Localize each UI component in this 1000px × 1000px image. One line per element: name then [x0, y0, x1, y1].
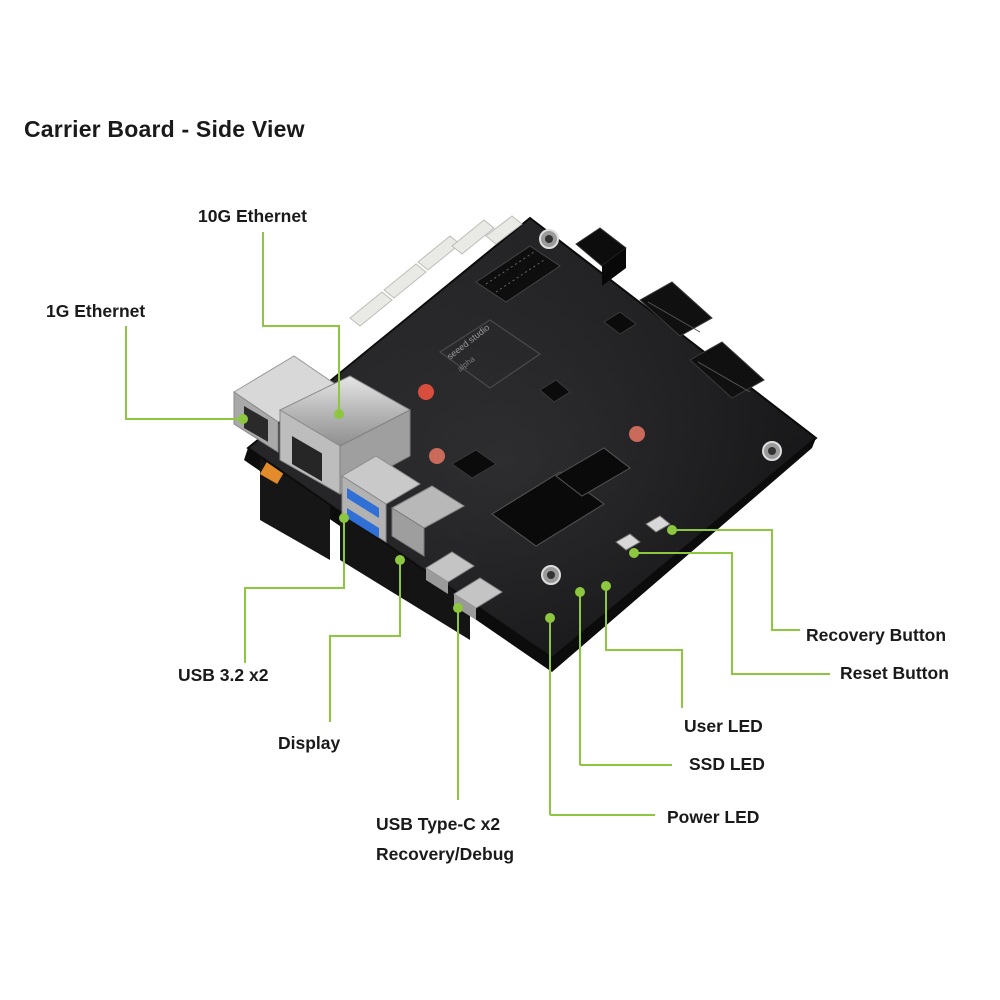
- line-reset-button: [634, 552, 830, 675]
- label-usb32: USB 3.2 x2: [178, 665, 269, 685]
- dot-reset-button: [629, 548, 639, 558]
- line-usb32: [244, 518, 345, 663]
- line-10g-ethernet: [262, 232, 340, 414]
- board-underside: [244, 438, 816, 672]
- board-chips: [451, 311, 637, 479]
- rj45-1g-port: [233, 355, 339, 453]
- dot-recovery-button: [667, 525, 677, 535]
- orange-connector: [259, 461, 285, 485]
- line-display: [329, 560, 401, 722]
- pin-header: [475, 245, 561, 303]
- dot-1g-ethernet: [238, 414, 248, 424]
- label-power-led: Power LED: [667, 807, 760, 827]
- m2-slots: [639, 281, 765, 399]
- label-reset-button: Reset Button: [840, 663, 949, 683]
- dot-display: [395, 555, 405, 565]
- page-title: Carrier Board - Side View: [24, 116, 305, 142]
- line-recovery-button: [672, 529, 800, 631]
- dot-usb32: [339, 513, 349, 523]
- expansion-connectors: [491, 447, 631, 547]
- board-buttons: [615, 515, 671, 551]
- callout-dots: [238, 409, 677, 623]
- dot-10g-ethernet: [334, 409, 344, 419]
- top-edge-connectors: [349, 215, 523, 327]
- mounting-holes: [418, 229, 782, 585]
- display-port: [391, 485, 465, 557]
- dot-usbc: [453, 603, 463, 613]
- line-1g-ethernet: [125, 326, 243, 420]
- label-display: Display: [278, 733, 341, 753]
- callout-lines: [125, 232, 830, 816]
- label-ssd-led: SSD LED: [689, 754, 765, 774]
- dot-ssd-led: [575, 587, 585, 597]
- label-10g-ethernet: 10G Ethernet: [198, 206, 307, 226]
- label-usbc-line1: USB Type-C x2: [376, 814, 501, 834]
- label-user-led: User LED: [684, 716, 763, 736]
- usb-c-ports: [425, 551, 503, 620]
- fan-header: [575, 227, 627, 286]
- usb32-stack: [341, 455, 421, 543]
- label-1g-ethernet: 1G Ethernet: [46, 301, 146, 321]
- dot-user-led: [601, 581, 611, 591]
- label-usbc-line2: Recovery/Debug: [376, 844, 515, 864]
- dot-power-led: [545, 613, 555, 623]
- label-recovery-button: Recovery Button: [806, 625, 947, 645]
- line-user-led: [605, 586, 683, 708]
